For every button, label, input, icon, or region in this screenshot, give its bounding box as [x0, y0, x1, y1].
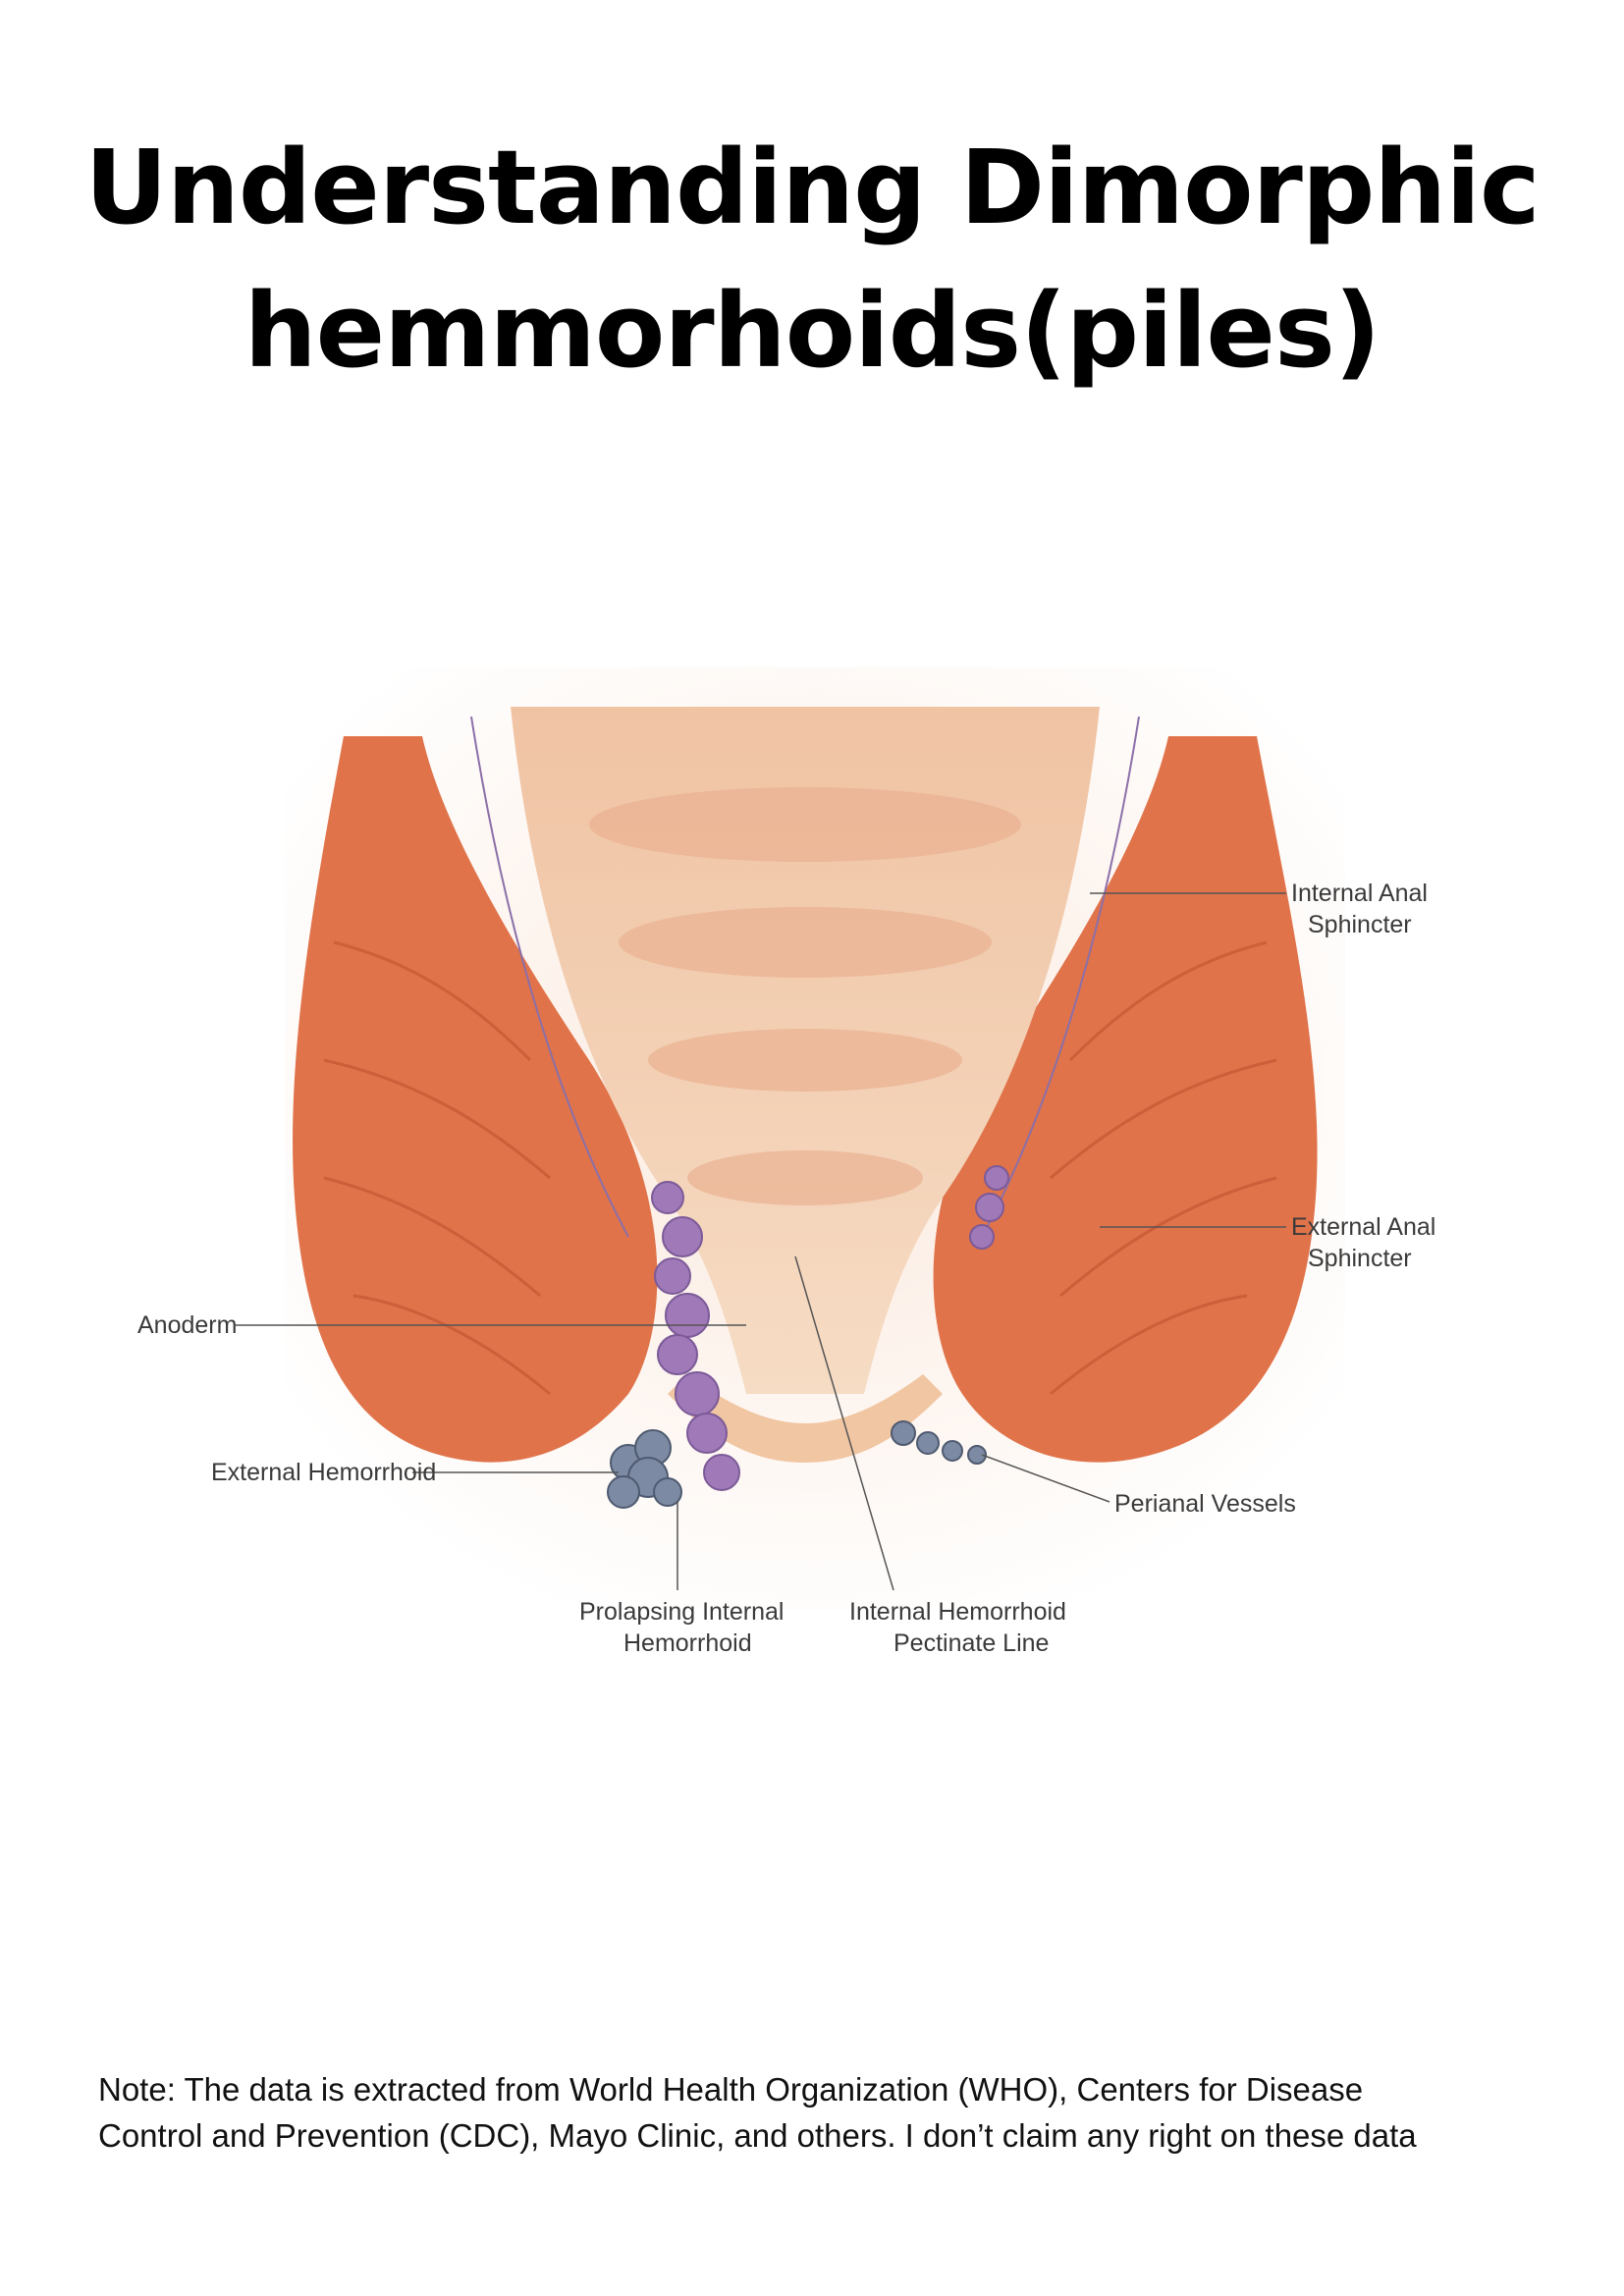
- muscle-striations: [323, 940, 1277, 1396]
- label-external-anal-sphincter-2: Sphincter: [1308, 1245, 1412, 1272]
- internal-hemorrhoid-cluster: [651, 1181, 740, 1491]
- anal-verge: [668, 1374, 943, 1463]
- title-line-1: Understanding Dimorphic: [84, 128, 1540, 247]
- note-line-1: Note: The data is extracted from World H…: [98, 2071, 1364, 2108]
- label-pectinate-1: Internal Hemorrhoid: [849, 1598, 1066, 1626]
- anatomy-illustration: Internal Anal Sphincter External Anal Sp…: [118, 648, 1483, 1757]
- external-hemorrhoid: [607, 1429, 682, 1509]
- title-line-2: hemmorhoids(piles): [244, 271, 1381, 391]
- right-internal-hemorrhoids: [969, 1165, 1009, 1250]
- label-internal-anal-sphincter-1: Internal Anal: [1291, 880, 1428, 907]
- label-internal-anal-sphincter-2: Sphincter: [1308, 911, 1412, 938]
- sphincter-lining: [470, 716, 1140, 1238]
- perianal-vessels: [891, 1420, 987, 1465]
- note-line-2: Control and Prevention (CDC), Mayo Clini…: [98, 2117, 1417, 2154]
- leader-lines: [236, 892, 1286, 1591]
- label-prolapsing-1: Prolapsing Internal: [579, 1598, 784, 1626]
- lumen-folds: [589, 787, 1021, 1205]
- source-note: Note: The data is extracted from World H…: [98, 2066, 1551, 2159]
- label-prolapsing-2: Hemorrhoid: [623, 1629, 752, 1657]
- label-external-anal-sphincter-1: External Anal: [1291, 1213, 1435, 1241]
- hemorrhoid-anatomy-diagram: Internal Anal Sphincter External Anal Sp…: [137, 667, 1435, 1657]
- label-perianal-vessels: Perianal Vessels: [1114, 1490, 1296, 1518]
- page-title: Understanding Dimorphic hemmorhoids(pile…: [0, 116, 1624, 402]
- right-sphincter-muscle: [933, 736, 1318, 1463]
- label-anoderm: Anoderm: [137, 1311, 237, 1339]
- label-external-hemorrhoid: External Hemorrhoid: [211, 1459, 436, 1486]
- label-pectinate-2: Pectinate Line: [893, 1629, 1049, 1657]
- left-sphincter-muscle: [293, 736, 658, 1463]
